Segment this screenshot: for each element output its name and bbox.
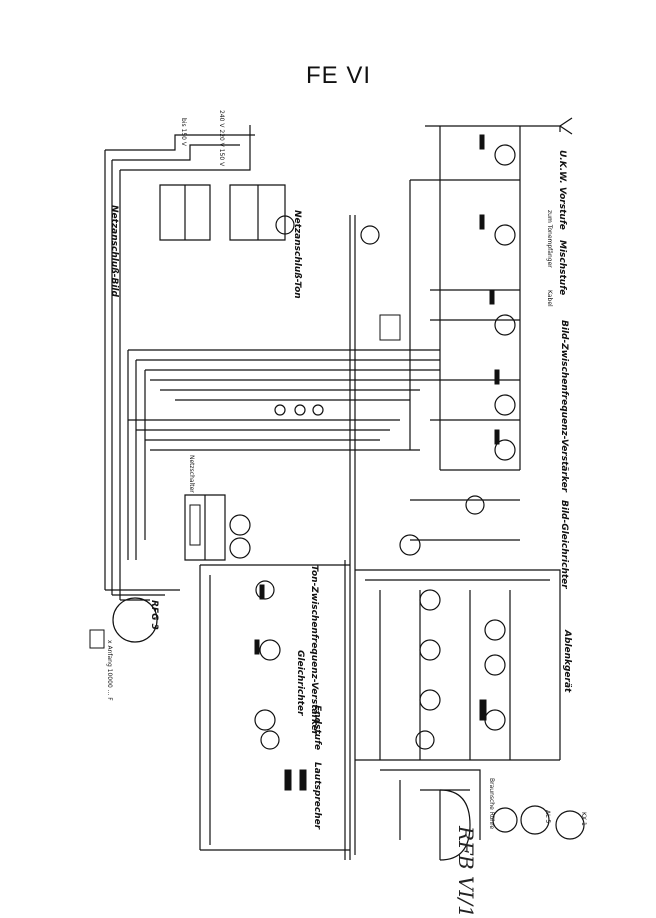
label-bild-gleich: Bild-Gleichrichter bbox=[559, 500, 569, 589]
tubes bbox=[112, 144, 585, 861]
label-legend-note: x Anfang 10000 ... F bbox=[106, 640, 113, 701]
label-tonempfaenger: zum Tonempfänger bbox=[546, 210, 553, 268]
label-al5: AL 5 bbox=[544, 810, 551, 823]
section-labels: U.K.W. Vorstufe Mischstufe Bild-Zwischen… bbox=[109, 150, 572, 830]
small-labels: Kabel zum Tonempfänger Netzschalter RFG … bbox=[106, 110, 587, 826]
label-ton-gleich: Gleichrichter bbox=[295, 650, 305, 716]
label-netz-bild: Netzanschluß-Bild bbox=[109, 205, 119, 297]
page-title: FE VI bbox=[306, 62, 372, 89]
label-lautsprecher: Lautsprecher bbox=[312, 762, 322, 830]
label-misch: Mischstufe bbox=[557, 240, 567, 295]
label-mains-taps: bis 150 V bbox=[180, 118, 187, 147]
label-crt: Braunsche Röhre bbox=[488, 778, 495, 829]
handwritten-note: RFB VI/1 bbox=[454, 826, 478, 918]
label-netzschalter: Netzschalter bbox=[188, 455, 195, 493]
label-ukw: U.K.W. Vorstufe bbox=[557, 150, 567, 230]
label-rfg: RFG 3 bbox=[149, 600, 159, 630]
label-mains-voltages: 240 V 220 V 150 V bbox=[218, 110, 225, 167]
label-netz-ton: Netzanschluß-Ton bbox=[292, 210, 302, 299]
wiring bbox=[104, 117, 573, 860]
label-ablenk: Ablenkgerät bbox=[562, 629, 572, 693]
label-kabel: Kabel bbox=[546, 290, 553, 307]
label-kx1: KX 1 bbox=[580, 812, 587, 826]
components bbox=[89, 134, 500, 791]
label-bild-zf: Bild-Zwischenfrequenz-Verstärker bbox=[559, 320, 569, 493]
label-ton-zf: Ton-Zwischenfrequenz-Verstärker bbox=[309, 565, 319, 736]
label-endstufe: Endstufe bbox=[312, 705, 322, 750]
